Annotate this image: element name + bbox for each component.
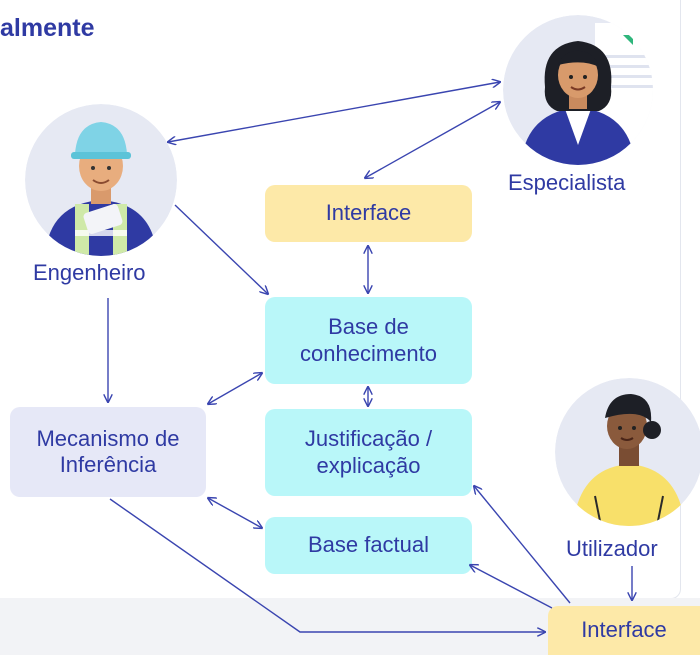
arrow-inference-knowledge [208, 373, 262, 404]
arrow-expert-interface [365, 102, 500, 178]
engineer-avatar-icon [25, 104, 177, 256]
justification-box: Justificação / explicação [265, 409, 472, 496]
arrow-inference-interface [109, 498, 545, 632]
arrow-interface-justification [474, 486, 571, 604]
arrow-interface-factual [470, 565, 553, 609]
arrow-engineer-expert [168, 82, 500, 142]
engineer-label: Engenheiro [33, 260, 146, 285]
section-heading: almente [0, 14, 95, 42]
factual-base-box: Base factual [265, 517, 472, 574]
expert-label: Especialista [508, 170, 626, 195]
interface-bottom-box: Interface [548, 606, 700, 655]
interface-top-box: Interface [265, 185, 472, 242]
arrow-inference-factual [208, 498, 262, 528]
user-label: Utilizador [566, 536, 658, 561]
expert-avatar-icon [503, 15, 653, 165]
knowledge-base-box: Base de conhecimento [265, 297, 472, 384]
arrow-engineer-knowledge [174, 204, 268, 294]
user-avatar-icon [555, 378, 700, 526]
inference-engine-box: Mecanismo de Inferência [10, 407, 206, 497]
